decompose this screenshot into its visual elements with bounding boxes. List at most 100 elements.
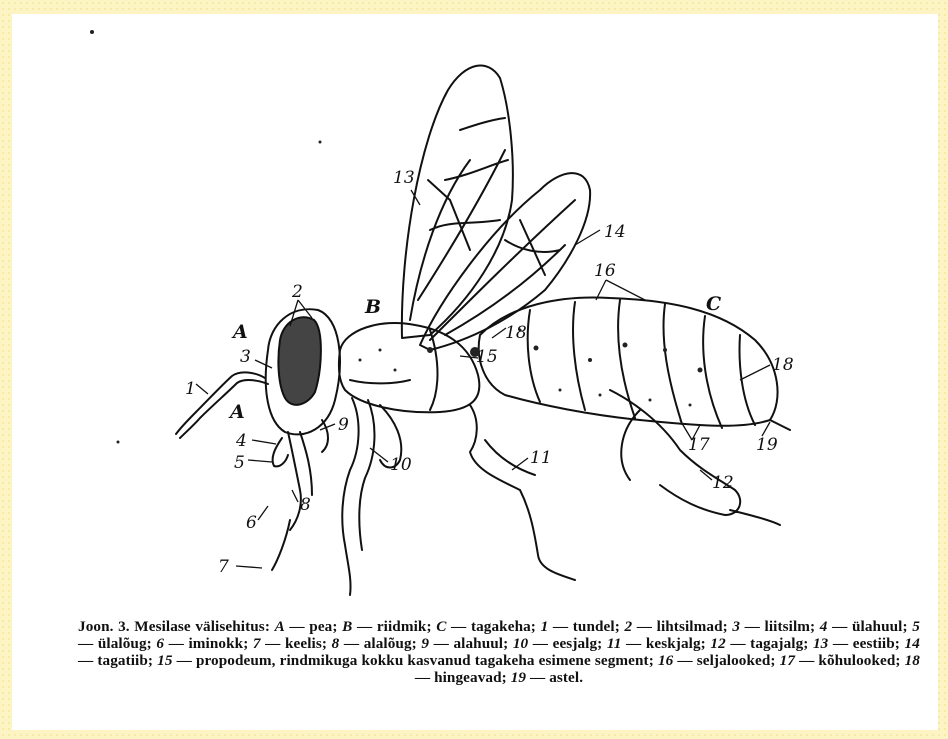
caption-item: 17 — kõhulooked; [780,652,905,669]
label-6: 6 [246,513,257,533]
caption-item-dash: — [285,618,309,635]
caption-item-key: 4 [820,618,828,635]
caption-item-key: 15 [157,652,172,669]
caption-item-dash: — [78,652,97,669]
label-3: 3 [240,347,251,367]
caption-item-key: 9 [421,635,429,652]
caption-item-dash: — [339,635,363,652]
caption-item-key: 14 [905,635,920,652]
caption-item-text: ülalõug; [98,635,157,652]
caption-item-text: alahuul; [453,635,512,652]
compound-eye [278,317,320,405]
abdomen [479,297,778,425]
label-1: 1 [185,379,196,399]
middle-leg [470,405,575,580]
caption-item-dash: — [673,652,696,669]
caption-item-dash: — [632,618,656,635]
caption-item: A — pea; [275,618,343,635]
caption-item-text: tundel; [573,618,625,635]
caption-item-text: astel. [549,669,583,686]
caption-item-text: eestiib; [853,635,905,652]
caption-item-key: 7 [253,635,261,652]
label-19: 19 [756,435,778,455]
caption-item: 1 — tundel; [541,618,625,635]
caption-item-key: 17 [780,652,795,669]
caption-item-key: 5 [912,618,920,635]
label-A-top: A [231,321,248,343]
label-A-bottom: A [228,401,245,423]
caption-item: 3 — liitsilm; [732,618,819,635]
caption-item-text: lihtsilmad; [657,618,733,635]
caption-item-text: pea; [309,618,342,635]
caption-item: 4 — ülahuul; [820,618,912,635]
caption-item-dash: — [526,669,549,686]
label-4: 4 [235,431,247,451]
figure-caption: Joon. 3. Mesilase välisehitus: A — pea; … [78,618,920,686]
sting [770,420,790,430]
caption-item-key: 13 [813,635,828,652]
caption-item-dash: — [415,669,434,686]
label-7: 7 [218,557,229,577]
label-2: 2 [291,282,303,302]
caption-item-text: kõhulooked; [818,652,904,669]
caption-item: 16 — seljalooked; [658,652,780,669]
caption-item-dash: — [528,635,552,652]
caption-item-dash: — [828,618,852,635]
caption-prefix: Joon. 3. Mesilase välisehitus: [78,618,270,635]
caption-item-dash: — [78,635,98,652]
caption-item-dash: — [795,652,818,669]
caption-item-text: propodeum, rindmikuga kokku kasvanud tag… [196,652,658,669]
label-18-abdomen: 18 [772,355,794,375]
caption-item-dash: — [352,618,376,635]
caption-item-text: seljalooked; [697,652,780,669]
caption-item-dash: — [261,635,285,652]
caption-item-key: B [342,618,352,635]
label-16: 16 [594,261,616,281]
label-17: 17 [688,435,710,455]
caption-item-key: 19 [511,669,526,686]
caption-item-key: 2 [624,618,632,635]
label-8: 8 [300,495,311,515]
caption-item-key: 18 [905,652,920,669]
caption-item: 8 — alalõug; [332,635,422,652]
caption-item-dash: — [621,635,645,652]
caption-item: B — riidmik; [342,618,436,635]
caption-item: 12 — tagajalg; [710,635,813,652]
caption-item-key: 11 [607,635,622,652]
label-10: 10 [390,455,412,475]
caption-item-text: keelis; [285,635,332,652]
caption-item-key: C [436,618,446,635]
caption-item-text: hingeavad; [434,669,511,686]
caption-item-text: tagakeha; [471,618,541,635]
caption-item-dash: — [828,635,852,652]
label-18-thorax: 18 [505,323,527,343]
caption-item: 13 — eestiib; [813,635,905,652]
caption-item: 10 — eesjalg; [513,635,607,652]
caption-item-text: ülahuul; [852,618,912,635]
caption-item-dash: — [446,618,470,635]
label-15: 15 [476,347,498,367]
caption-item-text: alalõug; [364,635,422,652]
caption-item-key: 16 [658,652,673,669]
caption-item-dash: — [740,618,764,635]
label-11: 11 [530,448,552,468]
caption-item: 9 — alahuul; [421,635,512,652]
caption-item-dash: — [726,635,750,652]
caption-item: 2 — lihtsilmad; [624,618,732,635]
caption-item-dash: — [173,652,196,669]
label-9: 9 [338,415,349,435]
caption-item-key: 10 [513,635,528,652]
caption-item-text: keskjalg; [646,635,711,652]
caption-item-key: A [275,618,285,635]
label-B: B [364,296,381,318]
caption-item-dash: — [548,618,572,635]
caption-item-text: tagatiib; [97,652,157,669]
caption-item-dash: — [164,635,188,652]
caption-item: 7 — keelis; [253,635,332,652]
caption-item-text: iminokk; [188,635,252,652]
caption-item-dash: — [429,635,453,652]
caption-item-key: 6 [156,635,164,652]
caption-item-text: eesjalg; [553,635,607,652]
label-C: C [706,293,721,315]
caption-item: 11 — keskjalg; [607,635,710,652]
